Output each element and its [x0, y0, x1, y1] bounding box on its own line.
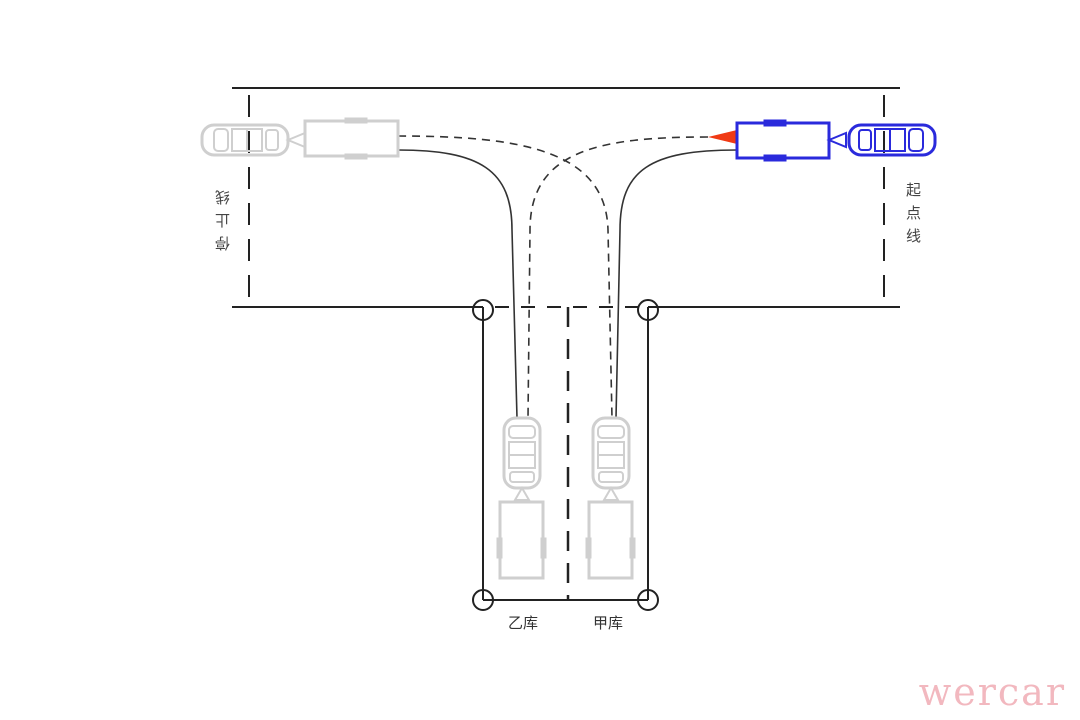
path-dashed-right — [527, 136, 709, 419]
garage-b-label: 乙库 — [508, 614, 539, 632]
corner-pole — [637, 589, 659, 611]
trajectories — [397, 135, 738, 419]
path-solid-left — [397, 149, 518, 419]
start-line-label: 起点线 — [904, 182, 922, 251]
path-dashed-left — [397, 135, 613, 419]
road-lines — [232, 87, 900, 611]
stop-line-label: 停止线 — [214, 182, 232, 251]
corner-pole — [472, 299, 494, 321]
path-solid-right — [615, 149, 738, 419]
ghost-vehicle-garage-b — [496, 416, 547, 580]
direction-arrow-icon — [708, 130, 737, 144]
corner-pole — [637, 299, 659, 321]
garage-a-label: 甲库 — [593, 614, 624, 632]
watermark: wercar — [918, 670, 1066, 714]
corner-pole — [472, 589, 494, 611]
ghost-vehicle-garage-a — [585, 416, 636, 580]
active-vehicle — [708, 119, 937, 162]
ghost-vehicle-stop — [200, 117, 400, 160]
